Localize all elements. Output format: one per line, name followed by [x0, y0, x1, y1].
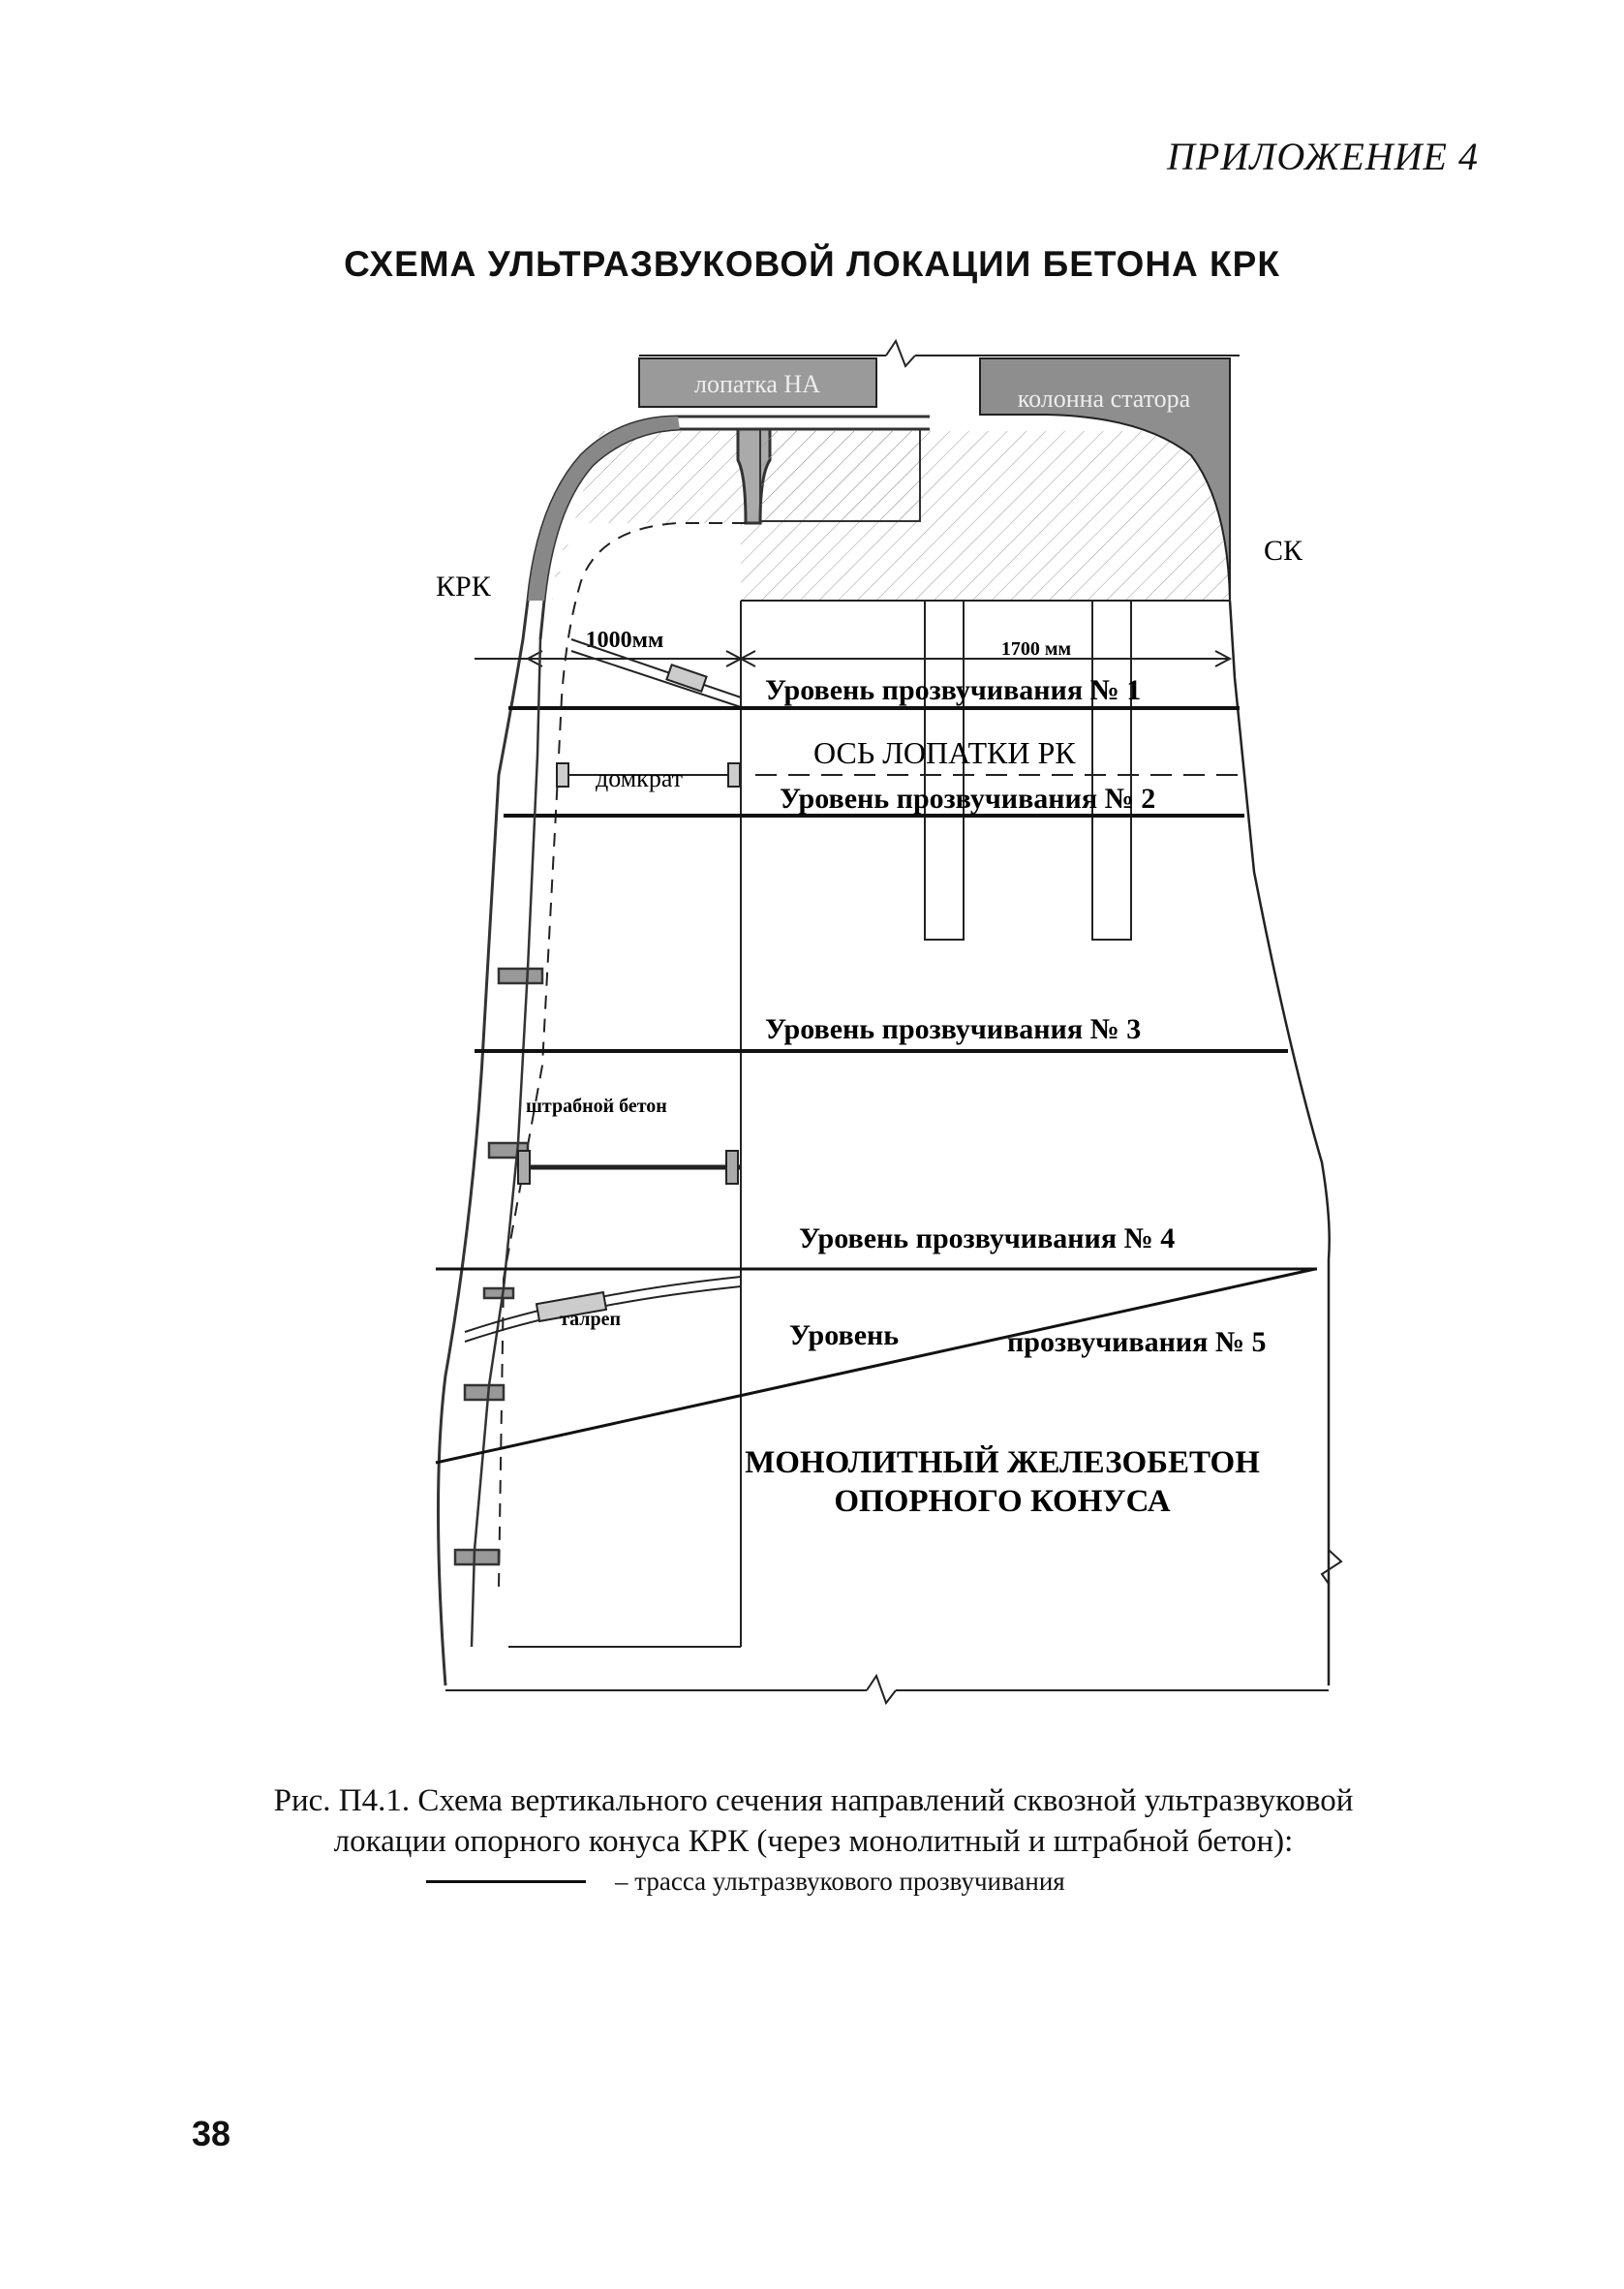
shell-strip [528, 417, 680, 601]
turnbuckle [464, 1276, 742, 1343]
inner-block-top [759, 428, 921, 522]
level-1-label: Уровень прозвучивания № 1 [765, 674, 1141, 706]
dimension-lines [475, 650, 1233, 667]
blade-na-block [638, 357, 877, 408]
level-5-line [435, 1267, 1316, 1465]
grout-concrete-label: штрабной бетон [526, 1096, 667, 1117]
sk-label: СК [1264, 535, 1303, 567]
krk-label: КРК [436, 571, 492, 603]
bottom-frame [445, 1673, 1329, 1706]
blade-axis-label: ОСЬ ЛОПАТКИ РК [813, 735, 1076, 770]
legend: – трасса ультразвукового прозвучивания [426, 1867, 1065, 1897]
legend-text: – трасса ультразвукового прозвучивания [615, 1867, 1065, 1896]
page-title: СХЕМА УЛЬТРАЗВУКОВОЙ ЛОКАЦИИ БЕТОНА КРК [344, 244, 1280, 284]
monolith-label-line2: ОПОРНОГО КОНУСА [834, 1484, 1170, 1519]
jack-assembly [556, 762, 741, 788]
left-inner-wall [470, 638, 542, 1648]
level-2-label: Уровень прозвучивания № 2 [780, 783, 1155, 815]
level-4-label: Уровень прозвучивания № 4 [799, 1222, 1175, 1254]
grout-tie [517, 1150, 741, 1185]
top-frame [639, 338, 1240, 368]
level-5-label-part2: прозвучивания № 5 [1007, 1326, 1267, 1358]
dim-1700-label: 1700 мм [1001, 638, 1071, 660]
dashed-contour [498, 522, 746, 1590]
figure-caption: Рис. П4.1. Схема вертикального сечения н… [145, 1780, 1482, 1862]
stator-column-block [979, 357, 1231, 602]
caption-line-2: локации опорного конуса КРК (через монол… [333, 1824, 1294, 1859]
right-break [1320, 1549, 1343, 1585]
measurement-frame [508, 600, 1230, 1648]
turnbuckle-label: талреп [560, 1309, 621, 1330]
appendix-label: ПРИЛОЖЕНИЕ 4 [1167, 135, 1479, 178]
top-strut [570, 638, 742, 708]
page-number: 38 [192, 2114, 231, 2153]
level-5-label-part1: Уровень [789, 1319, 899, 1351]
monolith-label-line1: МОНОЛИТНЫЙ ЖЕЛЕЗОБЕТОН [745, 1444, 1260, 1480]
left-ribs [453, 967, 544, 1566]
legend-line-sample [426, 1880, 586, 1883]
blade-na-label: лопатка НА [694, 370, 820, 398]
caption-line-1: Рис. П4.1. Схема вертикального сечения н… [273, 1783, 1354, 1818]
level-3-label: Уровень прозвучивания № 3 [765, 1013, 1141, 1045]
right-contour [1228, 600, 1331, 1686]
jack-label: домкрат [596, 764, 683, 792]
stator-column-label: колонна статора [1018, 385, 1191, 413]
